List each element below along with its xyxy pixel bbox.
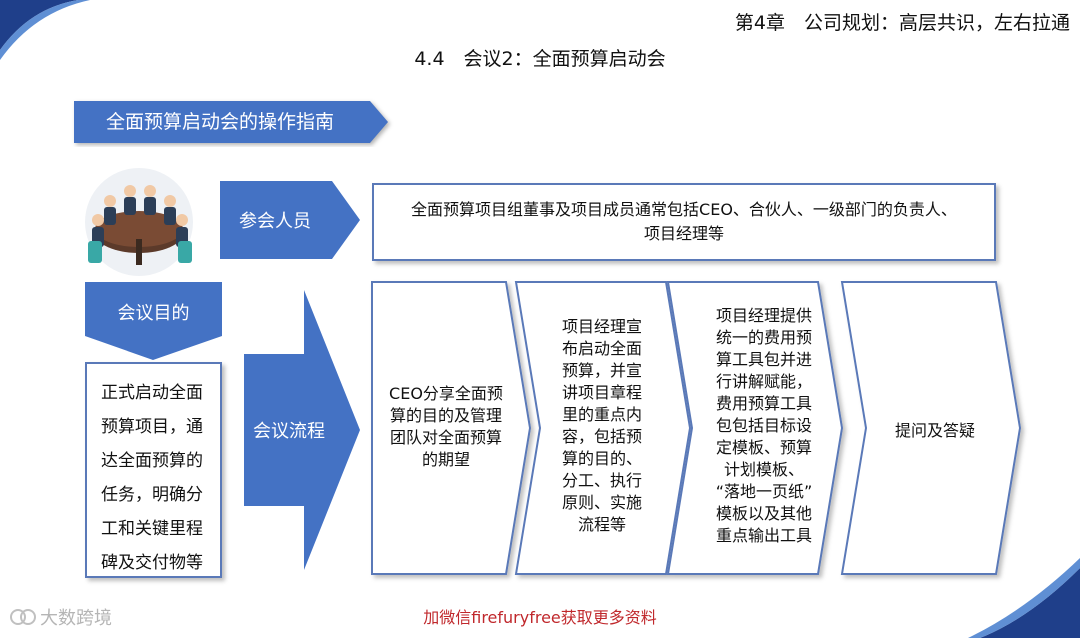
watermark-text: 大数跨境 <box>40 604 112 630</box>
step-line: CEO分享全面预 <box>376 383 516 405</box>
process-label: 会议流程 <box>253 417 325 443</box>
participants-content-line2: 项目经理等 <box>411 222 957 246</box>
step-line: 容，包括预 <box>540 426 664 448</box>
purpose-line: 碑及交付物等 <box>101 546 220 580</box>
process-arrow: 会议流程 <box>244 290 360 570</box>
step-line: 原则、实施 <box>540 492 664 514</box>
step-line: 流程等 <box>540 514 664 536</box>
purpose-line: 达全面预算的 <box>101 444 220 478</box>
purpose-content-box: 正式启动全面 预算项目，通 达全面预算的 任务，明确分 工和关键里程 碑及交付物… <box>85 362 222 578</box>
process-step-2-text: 项目经理宣 布启动全面 预算，并宣 讲项目章程 里的重点内 容，包括预 算的目的… <box>540 316 664 536</box>
watermark: 大数跨境 <box>10 604 112 630</box>
step-line: 统一的费用预 <box>694 327 834 349</box>
purpose-line: 任务，明确分 <box>101 478 220 512</box>
process-step-4-text: 提问及答疑 <box>870 420 1000 442</box>
meeting-people-icon <box>74 167 204 277</box>
chapter-title: 第4章 公司规划：高层共识，左右拉通 <box>735 8 1070 35</box>
guide-tab-label: 全面预算启动会的操作指南 <box>70 97 370 147</box>
step-line: 项目经理提供 <box>694 305 834 327</box>
step-line: “落地一页纸” <box>694 481 834 503</box>
participants-content-line1: 全面预算项目组董事及项目成员通常包括CEO、合伙人、一级部门的负责人、 <box>411 198 957 222</box>
process-step-1-text: CEO分享全面预 算的目的及管理 团队对全面预算 的期望 <box>376 383 516 471</box>
step-line: 包包括目标设 <box>694 415 834 437</box>
footer-wechat-note: 加微信firefuryfree获取更多资料 <box>0 604 1080 628</box>
purpose-label: 会议目的 <box>118 299 190 325</box>
step-line: 预算，并宣 <box>540 360 664 382</box>
step-line: 重点输出工具 <box>694 525 834 547</box>
step-line: 算的目的及管理 <box>376 405 516 427</box>
participants-arrow: 参会人员 <box>220 181 360 259</box>
process-step-3-text: 项目经理提供 统一的费用预 算工具包并进 行讲解赋能， 费用预算工具 包包括目标… <box>694 305 834 547</box>
participants-label: 参会人员 <box>239 207 311 233</box>
watermark-logo-icon <box>10 606 36 628</box>
step-line: 布启动全面 <box>540 338 664 360</box>
purpose-line: 正式启动全面 <box>101 376 220 410</box>
section-title: 4.4 会议2：全面预算启动会 <box>0 44 1080 71</box>
step-line: 计划模板、 <box>694 459 834 481</box>
participants-content-box: 全面预算项目组董事及项目成员通常包括CEO、合伙人、一级部门的负责人、 项目经理… <box>372 183 996 261</box>
step-line: 讲项目章程 <box>540 382 664 404</box>
purpose-arrow: 会议目的 <box>85 282 222 360</box>
step-line: 分工、执行 <box>540 470 664 492</box>
step-line: 里的重点内 <box>540 404 664 426</box>
purpose-line: 工和关键里程 <box>101 512 220 546</box>
step-line: 定模板、预算 <box>694 437 834 459</box>
step-line: 提问及答疑 <box>870 420 1000 442</box>
step-line: 的期望 <box>376 449 516 471</box>
step-line: 团队对全面预算 <box>376 427 516 449</box>
purpose-line: 预算项目，通 <box>101 410 220 444</box>
step-line: 行讲解赋能， <box>694 371 834 393</box>
step-line: 项目经理宣 <box>540 316 664 338</box>
step-line: 算的目的、 <box>540 448 664 470</box>
step-line: 算工具包并进 <box>694 349 834 371</box>
step-line: 费用预算工具 <box>694 393 834 415</box>
guide-tab: 全面预算启动会的操作指南 <box>70 97 396 147</box>
step-line: 模板以及其他 <box>694 503 834 525</box>
